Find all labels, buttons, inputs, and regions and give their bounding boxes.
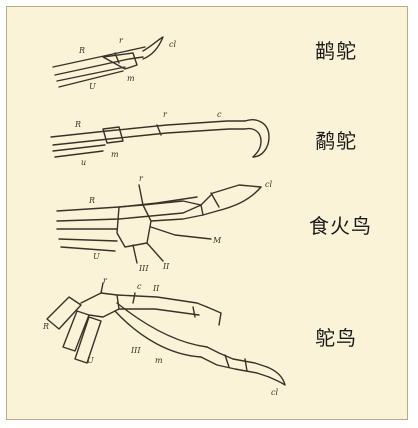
emu-letter-cl: cl: [169, 40, 176, 49]
emu-letter-R: R: [78, 46, 85, 55]
cassowary-letter-U: U: [93, 252, 100, 261]
label-cassowary: 食火鸟: [309, 210, 372, 239]
cassowary-letter-cl: cl: [265, 180, 272, 189]
cassowary-letter-r: r: [139, 174, 144, 183]
cassowary-letter-R: R: [88, 196, 95, 205]
kiwi-letter-r: r: [163, 110, 168, 119]
ostrich-letter-c: c: [137, 282, 142, 291]
emu-letter-m: m: [127, 74, 135, 83]
ostrich-letter-R: R: [42, 322, 49, 331]
ostrich-letter-III: III: [130, 346, 141, 355]
kiwi-letter-R: R: [74, 120, 81, 129]
emu-letter-U: U: [89, 82, 96, 91]
kiwi-letter-u: u: [81, 158, 86, 167]
label-emu: 鹋鸵: [315, 35, 357, 64]
cassowary-letter-M: M: [212, 236, 222, 245]
kiwi-letter-m: m: [111, 150, 119, 159]
ostrich-wing-sketch: R r c II III cl U m: [42, 276, 285, 397]
kiwi-wing-sketch: R r c u m: [51, 110, 269, 167]
emu-wing-sketch: R r cl m U: [53, 36, 176, 91]
label-kiwi: 鹬鸵: [315, 125, 357, 154]
ostrich-letter-m: m: [155, 356, 163, 365]
label-ostrich: 鸵鸟: [315, 322, 357, 351]
ostrich-letter-cl: cl: [271, 388, 278, 397]
kiwi-letter-c: c: [217, 110, 222, 119]
ostrich-letter-II: II: [152, 284, 160, 293]
ostrich-letter-r: r: [103, 276, 108, 285]
cassowary-letter-II: II: [162, 262, 170, 271]
emu-letter-r: r: [119, 36, 124, 45]
cassowary-letter-III: III: [138, 264, 149, 273]
ostrich-letter-U: U: [87, 356, 94, 365]
cassowary-wing-sketch: R r cl U M III II: [57, 174, 272, 273]
figure-frame: R r cl m U R r c u m: [6, 6, 408, 420]
